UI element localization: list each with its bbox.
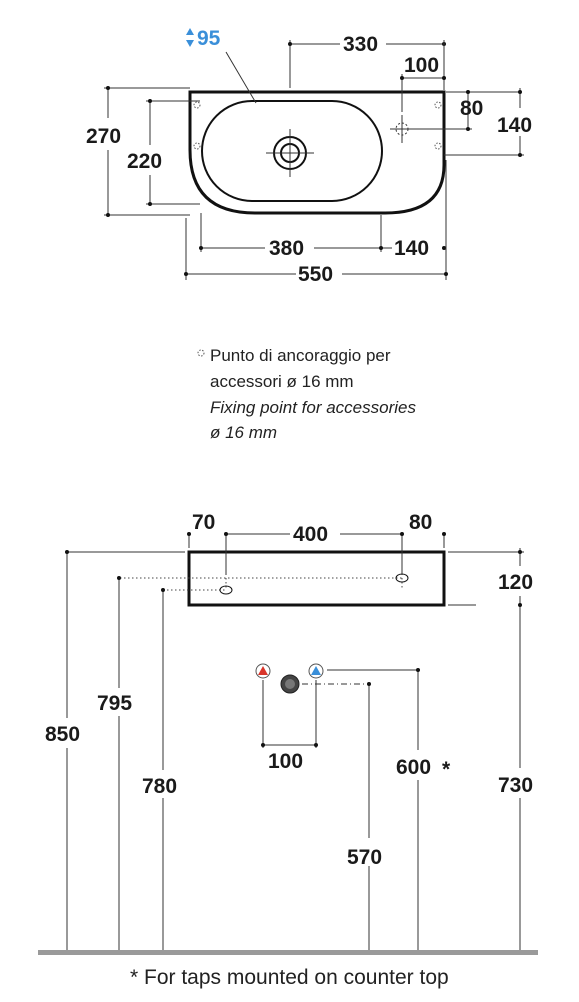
dim-730: 730 (498, 774, 533, 797)
dim-600-asterisk: * (442, 758, 451, 781)
dim-120: 120 (498, 571, 533, 594)
fixing-hole-icon (219, 585, 233, 595)
basin-outline (188, 90, 446, 215)
dim-100-top: 100 (404, 54, 439, 77)
dim-780: 780 (142, 775, 177, 798)
fixing-point-icon (434, 142, 442, 150)
dim-100-front: 100 (268, 750, 303, 773)
inner-bowl (201, 100, 383, 202)
dim-140-bottom: 140 (394, 237, 429, 260)
dim-80-top: 80 (460, 97, 483, 120)
hot-water-icon (255, 663, 271, 679)
legend-line-1: Punto di ancoraggio per (210, 346, 391, 365)
dim-850: 850 (45, 723, 80, 746)
cold-water-icon (308, 663, 324, 679)
dim-270: 270 (86, 125, 121, 148)
top-view: 95 330 100 80 140 270 (86, 27, 532, 286)
dim-400: 400 (293, 523, 328, 546)
legend: Punto di ancoraggio per accessori ø 16 m… (197, 346, 416, 442)
legend-line-3: Fixing point for accessories (210, 398, 416, 417)
fixing-point-icon (193, 101, 201, 109)
depth-arrow-icon (186, 28, 194, 47)
fixing-point-icon (193, 142, 201, 150)
fixing-point-icon (197, 349, 205, 357)
depth-label: 95 (197, 27, 221, 50)
footnote: * For taps mounted on counter top (130, 966, 449, 989)
legend-line-4: ø 16 mm (210, 423, 277, 442)
dim-795: 795 (97, 692, 132, 715)
drain-outlet-icon (280, 674, 300, 694)
legend-line-2: accessori ø 16 mm (210, 372, 354, 391)
fixing-point-icon (434, 101, 442, 109)
dim-220: 220 (127, 150, 162, 173)
dim-380: 380 (269, 237, 304, 260)
dim-600: 600 (396, 756, 431, 779)
dim-550: 550 (298, 263, 333, 286)
dim-80-front: 80 (409, 511, 432, 534)
floor-line (38, 950, 538, 955)
dim-330: 330 (343, 33, 378, 56)
dim-140-right: 140 (497, 114, 532, 137)
dim-570: 570 (347, 846, 382, 869)
dim-70: 70 (192, 511, 215, 534)
front-view: 70 400 80 120 850 795 780 (38, 511, 538, 955)
